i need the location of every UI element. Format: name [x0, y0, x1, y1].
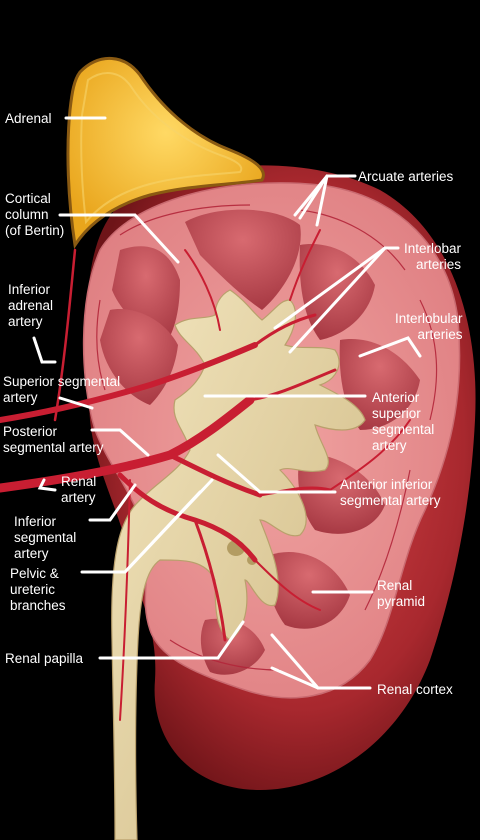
leader-anterior-inferior [216, 453, 337, 494]
adrenal-gland [66, 56, 265, 250]
label-interlobular-arteries: Interlobular arteries [395, 311, 463, 342]
label-renal-cortex: Renal cortex [377, 682, 453, 697]
leader-lines [32, 116, 422, 690]
label-inferior-adrenal-artery: Inferior adrenal artery [8, 282, 54, 329]
leader-arcuate-3 [315, 174, 329, 227]
label-inferior-segmental-artery: Inferior segmental artery [14, 514, 77, 561]
label-renal-artery: Renal artery [61, 474, 97, 505]
leader-arcuate-2 [298, 174, 329, 220]
label-interlobar-arteries: Interlobar arteries [404, 241, 462, 272]
leader-renal-cortex-2 [270, 666, 320, 690]
leader-renal-papilla [98, 620, 245, 660]
leader-interlobular [358, 336, 422, 358]
label-adrenal: Adrenal [5, 111, 52, 126]
label-renal-papilla: Renal papilla [5, 651, 84, 666]
label-anterior-superior-segmental-artery: Anterior superior segmental artery [372, 390, 435, 453]
leader-cortical-column [58, 213, 180, 264]
leader-pelvic-branches-2 [123, 490, 202, 574]
leader-posterior-segmental [90, 428, 150, 457]
leader-renal-artery [37, 478, 57, 492]
leader-superior-segmental [58, 396, 94, 410]
renal-arteries [0, 229, 411, 721]
leader-inferior-adrenal-artery [32, 336, 57, 364]
leader-interlobar-2 [288, 246, 387, 354]
label-pelvic-ureteric-branches: Pelvic & ureteric branches [10, 566, 66, 613]
label-anterior-inferior-segmental-artery: Anterior inferior segmental artery [340, 477, 441, 508]
arcuate-vessels [96, 204, 438, 671]
label-cortical-column: Cortical column (of Bertin) [5, 191, 65, 238]
label-renal-pyramid: Renal pyramid [377, 578, 426, 609]
label-superior-segmental-artery: Superior segmental artery [3, 374, 121, 405]
label-arcuate-arteries: Arcuate arteries [358, 169, 454, 184]
leader-inferior-segmental [88, 483, 137, 522]
label-posterior-segmental-artery: Posterior segmental artery [3, 424, 104, 455]
